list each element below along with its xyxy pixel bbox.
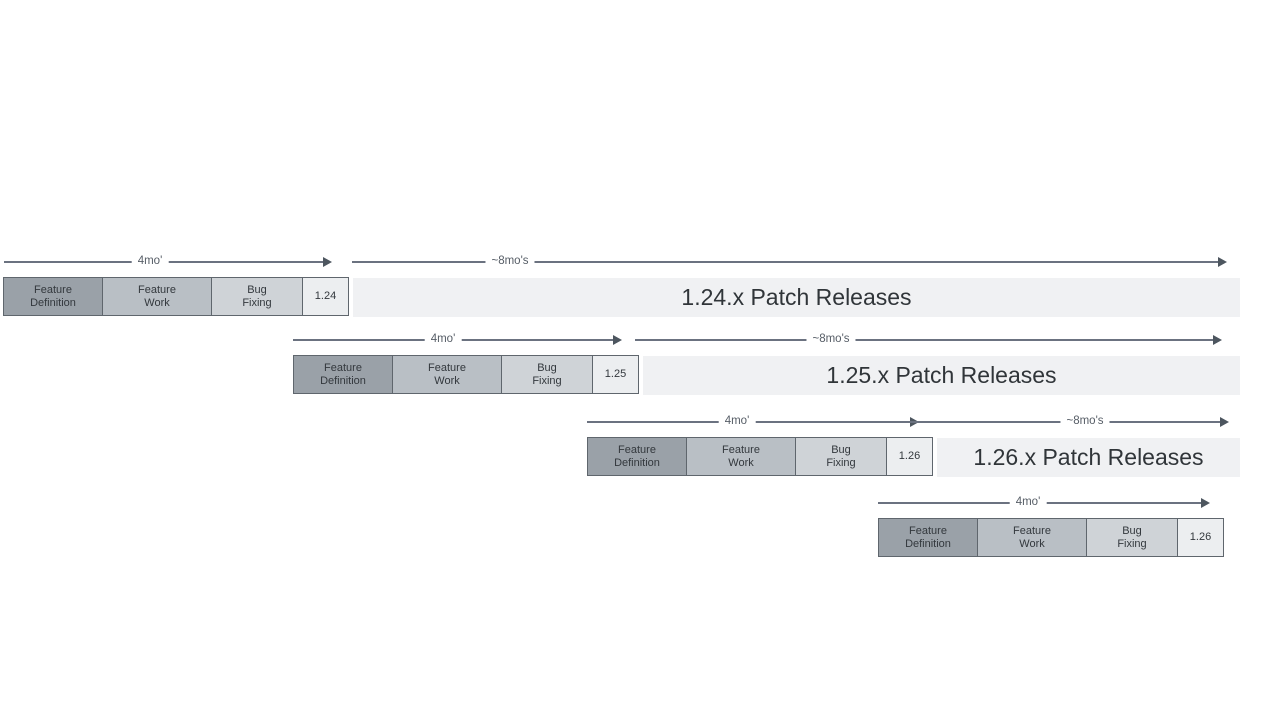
bug-fixing-phase: Bug Fixing (1086, 518, 1178, 557)
bug-fixing-phase: Bug Fixing (795, 437, 887, 476)
release-block-row2: Feature Definition Feature Work Bug Fixi… (293, 355, 639, 394)
version-box: 1.26 (886, 437, 933, 476)
feature-definition-phase: Feature Definition (293, 355, 393, 394)
version-label: 1.26 (1189, 531, 1212, 543)
patch-duration-label: ~8mo's (485, 255, 535, 267)
patch-releases-bar-row3: 1.26.x Patch Releases (937, 438, 1240, 477)
phase-label: Definition (614, 456, 660, 469)
patch-duration-arrow-row3: ~8mo's (852, 415, 1229, 427)
phase-label: Feature (722, 443, 760, 456)
phase-label: Fixing (826, 456, 856, 469)
phase-label: Work (144, 296, 170, 309)
cycle-duration-label: 4mo' (131, 255, 169, 267)
patch-releases-label: 1.24.x Patch Releases (681, 284, 912, 310)
patch-releases-bar-row2: 1.25.x Patch Releases (643, 356, 1240, 395)
version-box: 1.25 (592, 355, 639, 394)
version-label: 1.24 (314, 290, 337, 302)
feature-definition-phase: Feature Definition (587, 437, 687, 476)
phase-label: Work (1019, 537, 1045, 550)
cycle-duration-arrow-row2: 4mo' (293, 333, 622, 345)
phase-label: Feature (909, 524, 947, 537)
phase-label: Feature (138, 283, 176, 296)
release-block-row1: Feature Definition Feature Work Bug Fixi… (3, 277, 349, 316)
cycle-duration-arrow-row4: 4mo' (878, 496, 1210, 508)
phase-label: Work (728, 456, 754, 469)
phase-label: Fixing (242, 296, 272, 309)
phase-label: Work (434, 374, 460, 387)
feature-work-phase: Feature Work (102, 277, 212, 316)
phase-label: Fixing (532, 374, 562, 387)
phase-label: Feature (34, 283, 72, 296)
release-block-row3: Feature Definition Feature Work Bug Fixi… (587, 437, 933, 476)
bug-fixing-phase: Bug Fixing (501, 355, 593, 394)
version-box: 1.24 (302, 277, 349, 316)
feature-work-phase: Feature Work (686, 437, 796, 476)
phase-label: Bug (1122, 524, 1142, 537)
phase-label: Definition (905, 537, 951, 550)
patch-duration-arrow-row1: ~8mo's (352, 255, 1227, 267)
feature-work-phase: Feature Work (977, 518, 1087, 557)
bug-fixing-phase: Bug Fixing (211, 277, 303, 316)
phase-label: Bug (247, 283, 267, 296)
release-block-row4: Feature Definition Feature Work Bug Fixi… (878, 518, 1224, 557)
patch-releases-label: 1.26.x Patch Releases (973, 444, 1204, 470)
phase-label: Feature (324, 361, 362, 374)
cycle-duration-label: 4mo' (718, 415, 756, 427)
version-label: 1.26 (898, 450, 921, 462)
patch-duration-label: ~8mo's (806, 333, 856, 345)
version-box: 1.26 (1177, 518, 1224, 557)
phase-label: Feature (618, 443, 656, 456)
phase-label: Bug (537, 361, 557, 374)
patch-duration-label: ~8mo's (1060, 415, 1110, 427)
phase-label: Fixing (1117, 537, 1147, 550)
phase-label: Definition (320, 374, 366, 387)
phase-label: Bug (831, 443, 851, 456)
cycle-duration-label: 4mo' (1009, 496, 1047, 508)
feature-definition-phase: Feature Definition (878, 518, 978, 557)
feature-work-phase: Feature Work (392, 355, 502, 394)
phase-label: Feature (1013, 524, 1051, 537)
phase-label: Definition (30, 296, 76, 309)
version-label: 1.25 (604, 368, 627, 380)
phase-label: Feature (428, 361, 466, 374)
patch-releases-label: 1.25.x Patch Releases (826, 362, 1057, 388)
cycle-duration-label: 4mo' (424, 333, 462, 345)
patch-releases-bar-row1: 1.24.x Patch Releases (353, 278, 1240, 317)
cycle-duration-arrow-row1: 4mo' (4, 255, 332, 267)
feature-definition-phase: Feature Definition (3, 277, 103, 316)
patch-duration-arrow-row2: ~8mo's (635, 333, 1222, 345)
